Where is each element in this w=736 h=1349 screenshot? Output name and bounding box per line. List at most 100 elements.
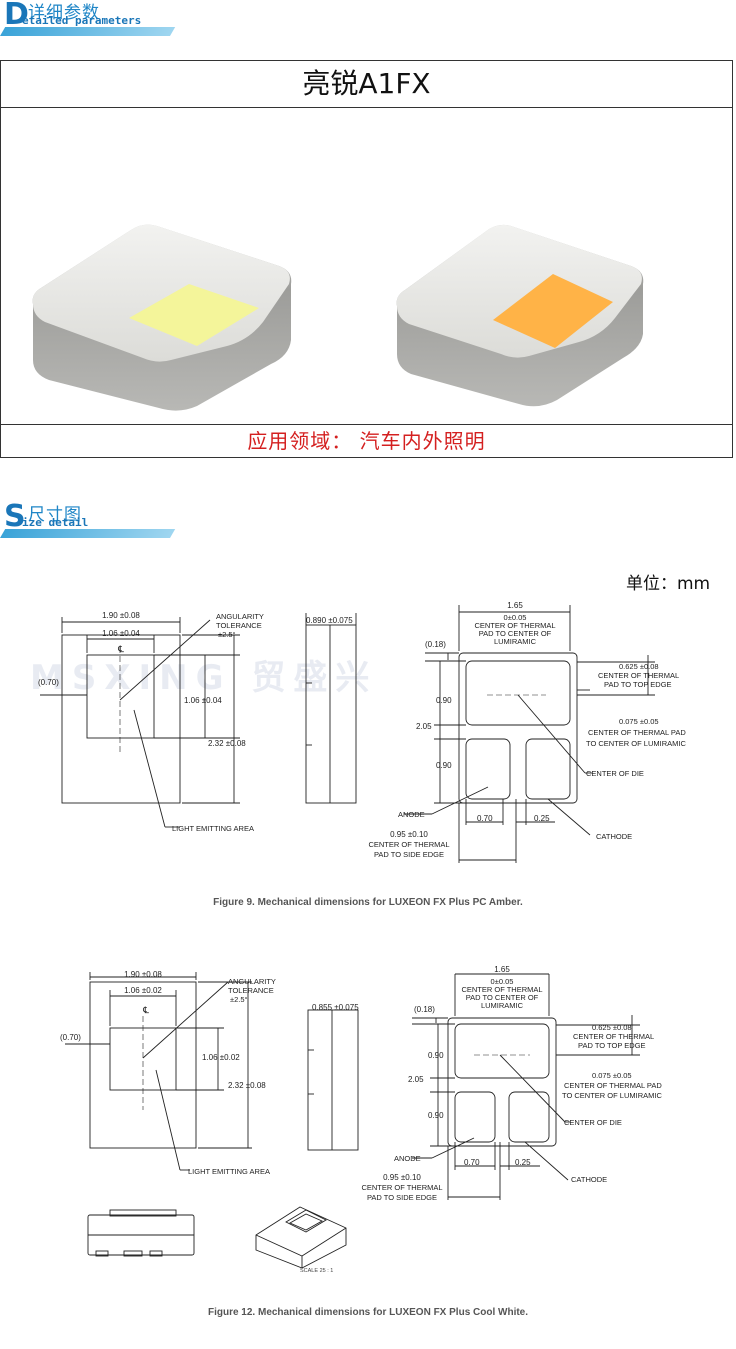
section-header-detailed: D 详细参数 etailed parameters — [0, 0, 176, 36]
svg-text:CENTER OF THERMAL: CENTER OF THERMAL — [461, 985, 542, 994]
amber-phosphor — [493, 274, 613, 348]
scale-label: SCALE 25 : 1 — [300, 1268, 333, 1274]
svg-text:CENTER OF THERMAL: CENTER OF THERMAL — [598, 671, 679, 680]
svg-text:CENTER OF THERMAL: CENTER OF THERMAL — [368, 840, 449, 849]
svg-text:PAD TO SIDE EDGE: PAD TO SIDE EDGE — [374, 850, 444, 859]
header-cn-title: 详细参数 — [28, 3, 100, 23]
dim-025: 0.25 — [534, 814, 550, 823]
svg-text:CENTER OF THERMAL: CENTER OF THERMAL — [474, 621, 555, 630]
bottom-view-outline — [447, 1017, 557, 1147]
svg-text:PAD TO TOP EDGE: PAD TO TOP EDGE — [604, 680, 672, 689]
isometric-view — [255, 1206, 347, 1269]
header-letter: S — [4, 499, 26, 534]
dim-070-pad: 0.70 — [464, 1158, 480, 1167]
svg-text:CENTER OF THERMAL PAD: CENTER OF THERMAL PAD — [588, 728, 686, 737]
dim-025: 0.25 — [515, 1158, 531, 1167]
product-table: 亮锐A1FX 应用领域： 汽车内外照明 — [0, 60, 733, 458]
dim-width: 1.90 ±0.08 — [124, 970, 162, 979]
side-view-outline — [307, 1009, 359, 1151]
svg-text:PAD TO CENTER OF: PAD TO CENTER OF — [479, 629, 552, 638]
header-letter: D — [4, 0, 29, 32]
anode-label: ANODE — [398, 810, 425, 819]
product-title: 亮锐A1FX — [1, 61, 732, 108]
centerline: ℄ — [142, 1005, 149, 1015]
dim-070: (0.70) — [60, 1033, 81, 1042]
dim-height: 2.32 ±0.08 — [208, 739, 246, 748]
dim-inner-height: 1.06 ±0.04 — [184, 696, 222, 705]
led-product-photos — [32, 224, 644, 411]
dim-pad-090-bottom: 0.90 — [436, 761, 452, 770]
dim-side-thickness: 0.855 ±0.075 — [312, 1003, 359, 1012]
light-area-outline — [86, 654, 155, 739]
figure-12-caption: Figure 12. Mechanical dimensions for LUX… — [207, 1307, 529, 1318]
dim-bottom-width: 1.65 — [494, 965, 510, 974]
svg-text:LUMIRAMIC: LUMIRAMIC — [481, 1001, 524, 1010]
header-en-title: ize detail — [22, 516, 89, 529]
dim-height: 2.32 ±0.08 — [228, 1081, 266, 1090]
dimension-drawing-fig9: 1.90 ±0.08 1.06 ±0.04 ℄ ANGULARITY TOLER… — [38, 601, 686, 863]
dim-070-pad: 0.70 — [477, 814, 493, 823]
light-emitting-area-label: LIGHT EMITTING AREA — [172, 824, 254, 833]
top-view-outline — [89, 981, 197, 1149]
header-en-title: etailed parameters — [22, 14, 142, 27]
dim-lumiramic: 0.075 ±0.05 — [592, 1071, 632, 1080]
center-of-die-label: CENTER OF DIE — [586, 769, 644, 778]
angularity-label: ANGULARITY — [216, 612, 264, 621]
dim-side-edge: 0.95 ±0.10 — [383, 1173, 421, 1182]
svg-text:TO CENTER OF LUMIRAMIC: TO CENTER OF LUMIRAMIC — [586, 739, 686, 748]
svg-text:CENTER OF THERMAL: CENTER OF THERMAL — [573, 1032, 654, 1041]
header-stripe — [0, 529, 176, 538]
dim-center-offset: 0±0.05 — [491, 977, 514, 986]
svg-text:PAD TO TOP EDGE: PAD TO TOP EDGE — [578, 1041, 646, 1050]
white-phosphor — [129, 284, 259, 346]
tolerance-label: TOLERANCE — [228, 986, 274, 995]
dim-top-edge: 0.625 ±0.08 — [592, 1023, 632, 1032]
dim-070: (0.70) — [38, 678, 59, 687]
top-view-outline — [61, 634, 181, 804]
dim-018: (0.18) — [425, 640, 446, 649]
application-field: 应用领域： 汽车内外照明 — [1, 424, 732, 457]
led-amber-photo — [396, 224, 644, 407]
centerline: ℄ — [117, 644, 124, 654]
section-header-size: S 尺寸图 ize detail — [0, 499, 176, 538]
dim-205: 2.05 — [408, 1075, 424, 1084]
dim-pad-090-top: 0.90 — [436, 696, 452, 705]
front-view — [87, 1209, 195, 1257]
dim-lumiramic: 0.075 ±0.05 — [619, 717, 659, 726]
dim-pad-090-top: 0.90 — [428, 1051, 444, 1060]
center-of-die-label: CENTER OF DIE — [564, 1118, 622, 1127]
dim-inner-width: 1.06 ±0.02 — [124, 986, 162, 995]
angularity-label: ANGULARITY — [228, 977, 276, 986]
svg-text:PAD TO SIDE EDGE: PAD TO SIDE EDGE — [367, 1193, 437, 1202]
dim-side-thickness: 0.890 ±0.075 — [306, 616, 353, 625]
side-view-outline — [305, 624, 357, 804]
cathode-label: CATHODE — [596, 832, 632, 841]
dim-width: 1.90 ±0.08 — [102, 611, 140, 620]
led-white-photo — [32, 224, 292, 411]
dim-018: (0.18) — [414, 1005, 435, 1014]
cathode-label: CATHODE — [571, 1175, 607, 1184]
svg-text:TO CENTER OF LUMIRAMIC: TO CENTER OF LUMIRAMIC — [562, 1091, 662, 1100]
unit-label: 单位：mm — [626, 574, 711, 594]
dim-center-offset: 0±0.05 — [504, 613, 527, 622]
header-cn-title: 尺寸图 — [28, 505, 82, 525]
anode-label: ANODE — [394, 1154, 421, 1163]
dimension-drawing-fig12: 1.90 ±0.08 1.06 ±0.02 ℄ ANGULARITY TOLER… — [60, 965, 662, 1274]
svg-text:LUMIRAMIC: LUMIRAMIC — [494, 637, 537, 646]
svg-text:CENTER OF THERMAL PAD: CENTER OF THERMAL PAD — [564, 1081, 662, 1090]
tolerance-value: ±2.5° — [230, 995, 248, 1004]
dim-bottom-width: 1.65 — [507, 601, 523, 610]
svg-text:PAD TO CENTER OF: PAD TO CENTER OF — [466, 993, 539, 1002]
figure-9-caption: Figure 9. Mechanical dimensions for LUXE… — [213, 897, 523, 908]
dim-pad-090-bottom: 0.90 — [428, 1111, 444, 1120]
dim-top-edge: 0.625 ±0.08 — [619, 662, 659, 671]
dim-205: 2.05 — [416, 722, 432, 731]
bottom-view-outline — [458, 652, 578, 804]
dim-inner-height: 1.06 ±0.02 — [202, 1053, 240, 1062]
tolerance-label: TOLERANCE — [216, 621, 262, 630]
light-emitting-area-label: LIGHT EMITTING AREA — [188, 1167, 270, 1176]
tolerance-value: ±2.5° — [218, 630, 236, 639]
dim-side-edge: 0.95 ±0.10 — [390, 830, 428, 839]
dim-inner-width: 1.06 ±0.04 — [102, 629, 140, 638]
svg-text:CENTER OF THERMAL: CENTER OF THERMAL — [361, 1183, 442, 1192]
